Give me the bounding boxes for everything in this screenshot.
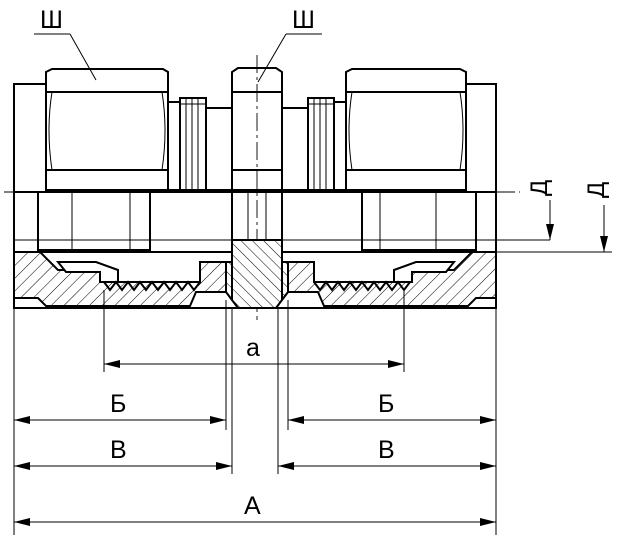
dimension-b-right: Б xyxy=(288,390,496,424)
svg-text:Д: Д xyxy=(526,180,553,196)
dimension-a-total: А xyxy=(14,492,496,526)
svg-text:Б: Б xyxy=(110,390,126,418)
exterior-view xyxy=(13,67,497,193)
right-body-thread xyxy=(281,97,347,191)
svg-text:А: А xyxy=(244,492,261,520)
dimension-a-small: a xyxy=(104,334,404,368)
right-thread-teeth xyxy=(313,280,411,292)
dimension-b-left: Б xyxy=(14,390,226,424)
wrench-size-left: Ш xyxy=(34,6,97,81)
left-body-thread xyxy=(167,97,233,191)
center-body-section xyxy=(225,239,289,309)
dimension-v-left: В xyxy=(14,436,232,470)
left-nut-section xyxy=(13,251,227,307)
left-thread-teeth xyxy=(103,280,201,292)
svg-text:a: a xyxy=(246,334,260,362)
dimension-d-right: Д xyxy=(496,182,612,253)
svg-text:В: В xyxy=(378,436,395,464)
svg-text:Д: Д xyxy=(583,182,610,198)
section-view xyxy=(13,191,550,309)
right-ferrule xyxy=(393,261,457,283)
wrench-size-right: Ш xyxy=(257,6,322,83)
left-nut xyxy=(45,68,169,191)
svg-text:Б: Б xyxy=(378,390,394,418)
svg-text:В: В xyxy=(110,436,127,464)
right-nut-section xyxy=(287,251,497,307)
svg-text:Ш: Ш xyxy=(40,6,63,34)
right-nut xyxy=(345,68,467,191)
svg-text:Ш: Ш xyxy=(292,6,315,34)
left-ferrule xyxy=(55,261,119,283)
dimension-d-left: Д xyxy=(526,180,554,240)
dimension-v-right: В xyxy=(278,436,496,470)
